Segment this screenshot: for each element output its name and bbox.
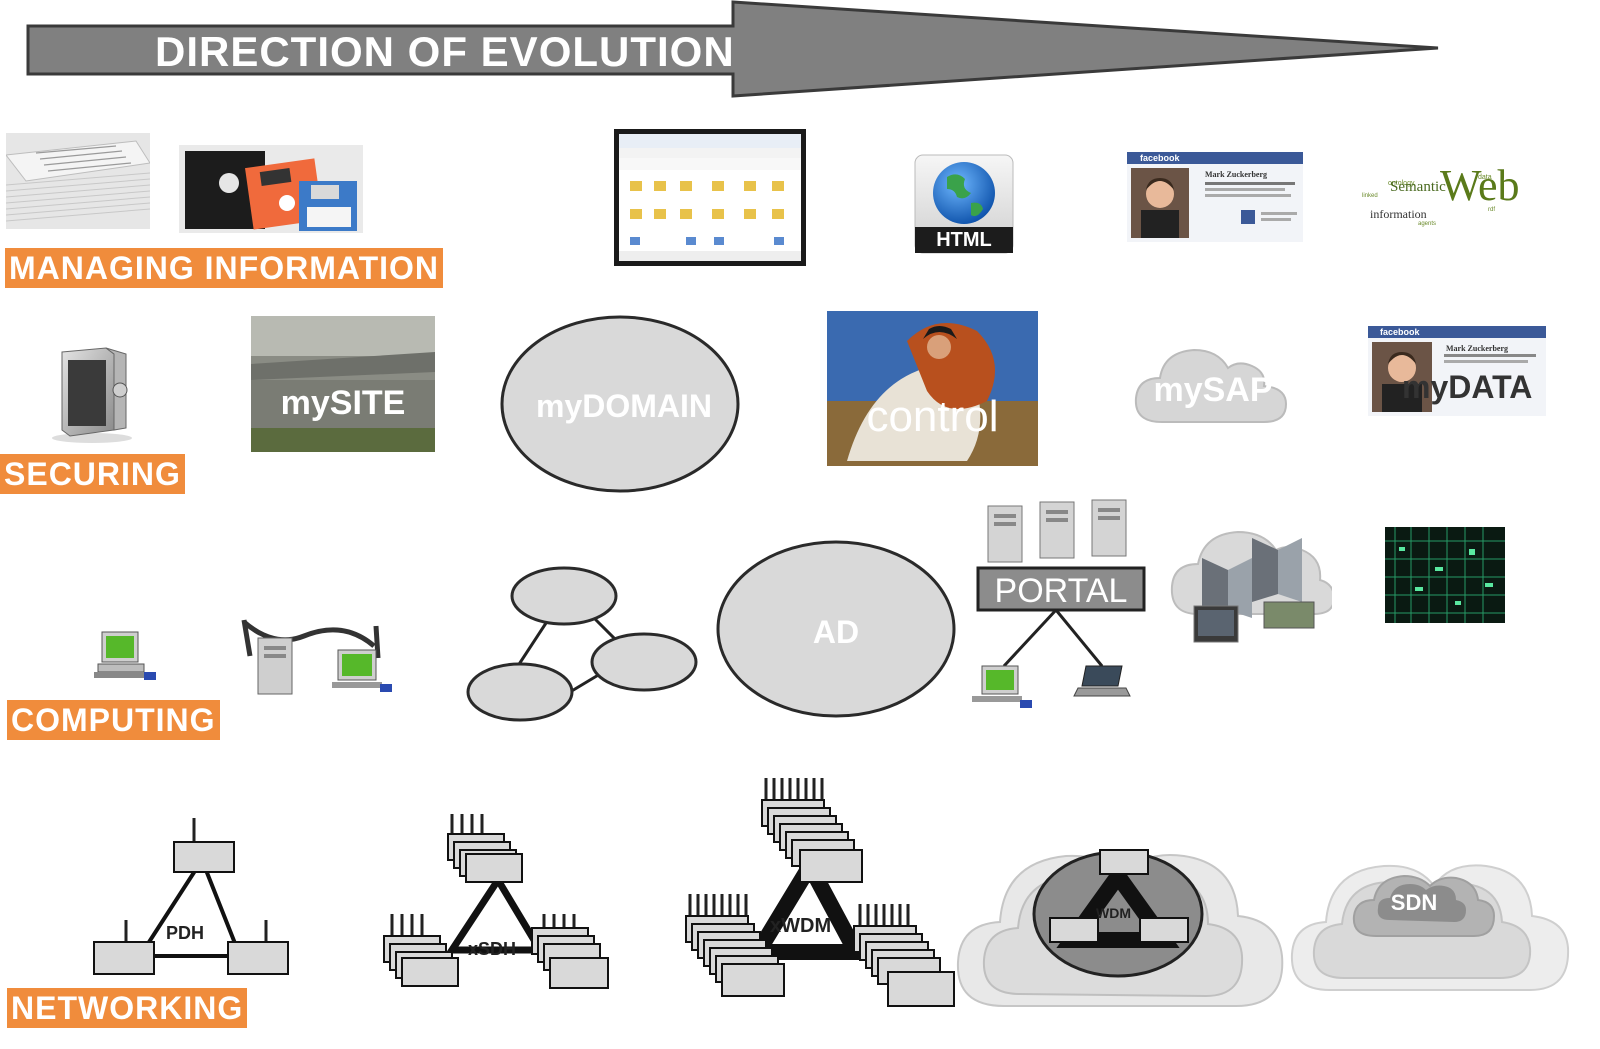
client-server-icon <box>241 619 392 695</box>
portal-diagram <box>972 499 1146 708</box>
mydata-facebook-screenshot <box>1368 326 1546 416</box>
mydata-facebook-name: Mark Zuckerberg <box>1446 344 1508 353</box>
facebook-profile-screenshot <box>1127 152 1303 242</box>
svg-text:agents: agents <box>1418 221 1436 227</box>
bunker-image <box>251 316 435 452</box>
wdm-cloud-diagram <box>956 849 1284 1007</box>
facebook-brand-text: facebook <box>1140 153 1180 163</box>
napoleon-painting-image <box>827 311 1038 466</box>
pdh-network-diagram <box>93 818 289 975</box>
category-securing: SECURING <box>0 454 185 494</box>
wdm-label: WDM <box>1096 905 1131 921</box>
mydata-facebook-brand: facebook <box>1380 327 1420 337</box>
mysap-label: mySAP <box>1153 371 1273 409</box>
portal-label: PORTAL <box>994 572 1128 610</box>
cloud-datacenter-image <box>1170 530 1332 643</box>
html-globe-icon <box>914 154 1014 254</box>
html-label: HTML <box>936 229 992 251</box>
floppy-disks-image <box>179 145 363 233</box>
svg-text:rdf: rdf <box>1488 207 1495 213</box>
wordcloud-information-text: information <box>1370 207 1427 221</box>
domain-network-diagram <box>466 566 698 722</box>
category-networking: NETWORKING <box>7 988 248 1028</box>
wordcloud-semantic-text: Semantic <box>1390 179 1446 195</box>
pdh-label: PDH <box>166 923 205 943</box>
mydomain-ellipse <box>500 315 740 493</box>
arrow-title: DIRECTION OF EVOLUTION <box>155 28 735 75</box>
desktop-pc-icon <box>94 631 156 680</box>
mysap-cloud <box>1134 348 1288 423</box>
xwdm-network-diagram <box>685 778 955 1007</box>
semantic-web-wordcloud: ontology linked data rdf agents <box>1362 174 1495 227</box>
control-label: control <box>866 392 999 441</box>
active-directory-ellipse <box>716 540 956 718</box>
sdn-cloud-diagram <box>1290 864 1570 991</box>
paper-stack-image <box>6 133 150 229</box>
svg-text:data: data <box>1478 174 1492 181</box>
ad-label: AD <box>812 614 860 650</box>
matrix-grid-image <box>1385 527 1505 623</box>
facebook-name-text: Mark Zuckerberg <box>1205 170 1267 179</box>
safe-icon <box>52 347 132 443</box>
svg-text:linked: linked <box>1362 193 1378 199</box>
xwdm-label: xWDM <box>770 915 832 937</box>
xsdh-label: xSDH <box>468 939 517 959</box>
mysite-label: mySITE <box>280 384 406 422</box>
category-managing-information: MANAGING INFORMATION <box>5 248 444 288</box>
category-computing: COMPUTING <box>7 700 220 740</box>
file-explorer-window <box>614 129 806 266</box>
xsdh-network-diagram <box>383 814 609 989</box>
wordcloud-web-text: Web <box>1440 161 1520 210</box>
sdn-label: SDN <box>1390 890 1438 915</box>
svg-text:ontology: ontology <box>1388 180 1415 187</box>
mydomain-label: myDOMAIN <box>535 388 712 424</box>
mydata-label: myDATA <box>1402 369 1533 405</box>
